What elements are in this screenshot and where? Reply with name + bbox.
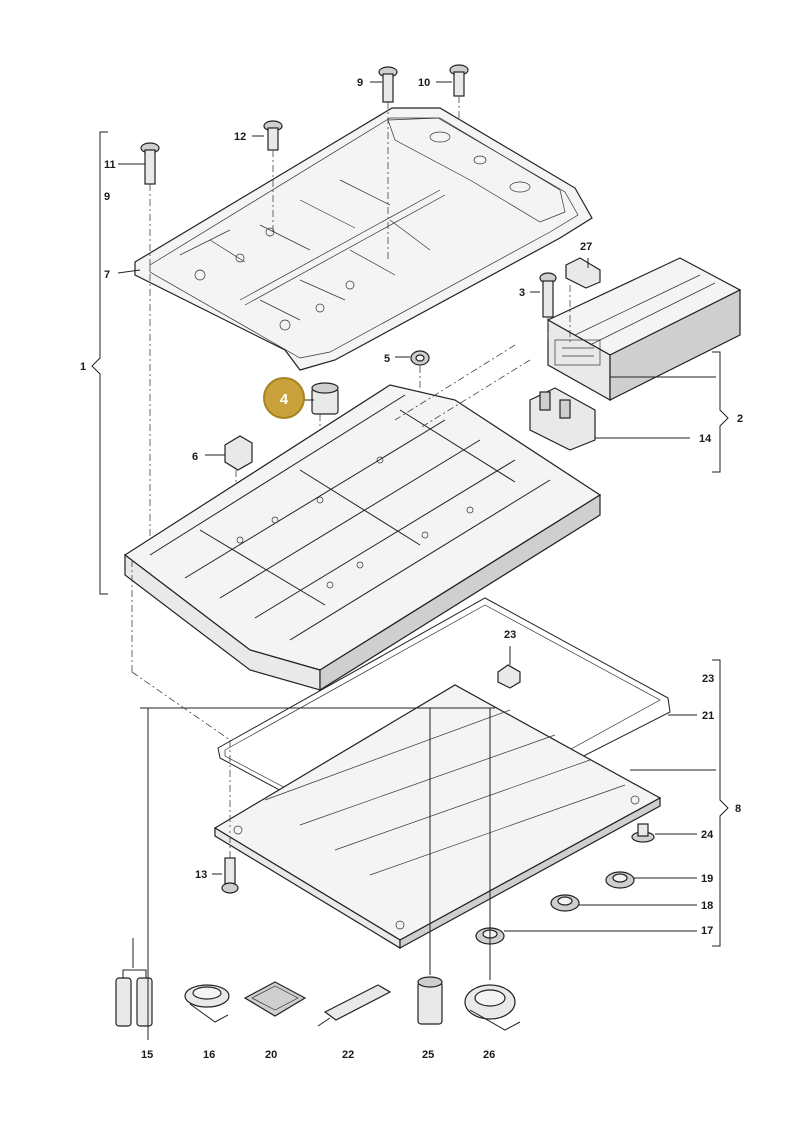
tape-16-part bbox=[184, 984, 230, 1023]
callout-16-label: 16 bbox=[203, 1049, 215, 1061]
grommet-18-part bbox=[550, 894, 580, 912]
bolt-3-part bbox=[539, 272, 557, 340]
grommet-19-part bbox=[605, 871, 635, 889]
connector-14-part bbox=[529, 387, 596, 451]
adhesive-cartridge-15-part bbox=[115, 938, 153, 1027]
callout-22-label: 22 bbox=[342, 1049, 354, 1061]
callout-11-label: 11 bbox=[104, 159, 116, 171]
callout-14-label: 14 bbox=[699, 433, 712, 445]
callout-9b-label: 9 bbox=[104, 191, 110, 203]
callout-2-label: 2 bbox=[737, 413, 743, 425]
callout-labels: 1 2 3 5 6 7 8 9 9 10 11 12 13 14 15 16 1… bbox=[80, 77, 743, 1061]
callout-26-label: 26 bbox=[483, 1049, 495, 1061]
clip-6-part bbox=[224, 435, 253, 515]
bolt-13-part bbox=[221, 830, 239, 894]
callout-6-label: 6 bbox=[192, 451, 198, 463]
callout-1-label: 1 bbox=[80, 361, 86, 373]
highlight-callout-4[interactable]: 4 bbox=[263, 377, 305, 419]
callout-25-label: 25 bbox=[422, 1049, 434, 1061]
callout-5-label: 5 bbox=[384, 353, 390, 365]
callout-3-label: 3 bbox=[519, 287, 525, 299]
callout-18-label: 18 bbox=[701, 900, 713, 912]
callout-4-label: 4 bbox=[280, 391, 289, 408]
top-cover-part bbox=[134, 107, 593, 371]
callout-17-label: 17 bbox=[701, 925, 713, 937]
bolt-11-part bbox=[140, 142, 160, 560]
bolt-9-part bbox=[378, 66, 398, 260]
plug-24-part bbox=[631, 823, 655, 843]
bolt-10-part bbox=[449, 64, 469, 118]
bolt-12-part bbox=[263, 120, 283, 235]
battery-frame-part bbox=[123, 384, 602, 692]
nut-23-part bbox=[497, 664, 521, 689]
callout-21-label: 21 bbox=[702, 710, 714, 722]
callout-15-label: 15 bbox=[141, 1049, 153, 1061]
control-module-part bbox=[546, 257, 742, 402]
bracket-27-part bbox=[565, 257, 601, 345]
bottom-plate-part bbox=[213, 684, 662, 950]
callout-20-label: 20 bbox=[265, 1049, 277, 1061]
callout-10-label: 10 bbox=[418, 77, 430, 89]
sealant-tube-22-part bbox=[317, 984, 392, 1027]
callout-13-label: 13 bbox=[195, 869, 207, 881]
sleeve-25-part bbox=[417, 976, 443, 1025]
callout-12-label: 12 bbox=[234, 131, 246, 143]
leader-lines bbox=[91, 81, 729, 1040]
callout-24-label: 24 bbox=[701, 829, 714, 841]
callout-19-label: 19 bbox=[701, 873, 713, 885]
callout-23a-label: 23 bbox=[504, 629, 516, 641]
tape-roll-26-part bbox=[464, 984, 521, 1031]
callout-7-label: 7 bbox=[104, 269, 110, 281]
callout-23b-label: 23 bbox=[702, 673, 714, 685]
callout-27-label: 27 bbox=[580, 241, 592, 253]
callout-8-label: 8 bbox=[735, 803, 741, 815]
pad-20-part bbox=[243, 981, 307, 1017]
callout-9a-label: 9 bbox=[357, 77, 363, 89]
